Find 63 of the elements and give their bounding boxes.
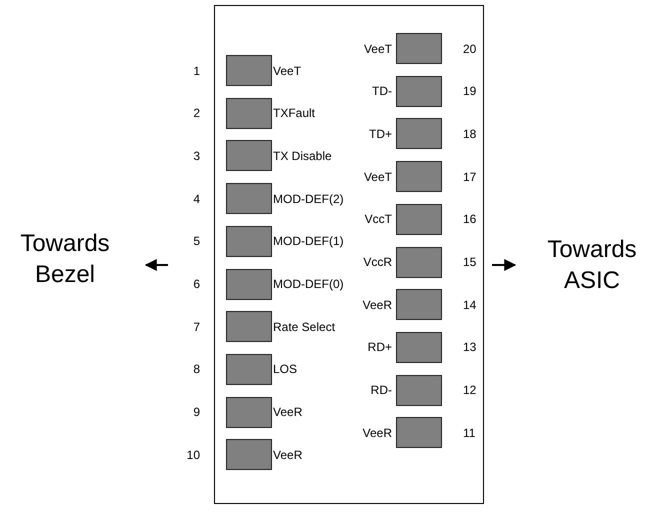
pin-name: VeeT <box>364 42 392 56</box>
contact-pad <box>226 268 272 300</box>
contact-pad <box>396 332 442 363</box>
pin-name: MOD-DEF(1) <box>273 234 344 248</box>
pin-name: VeeR <box>362 298 392 312</box>
contact-pad <box>396 374 442 406</box>
pin-number: 14 <box>463 298 476 312</box>
contact-pad <box>226 311 272 342</box>
contact-pad <box>396 118 442 150</box>
direction-text: Towards Bezel <box>19 229 111 290</box>
contact-pad <box>226 396 272 428</box>
pin-number: 4 <box>193 192 200 206</box>
contact-pad <box>226 98 272 129</box>
pin-number: 11 <box>463 426 476 440</box>
pin-name: Rate Select <box>273 320 336 334</box>
pin-number: 7 <box>193 320 200 334</box>
pin-number: 15 <box>463 255 476 269</box>
pin-number: 5 <box>193 234 200 248</box>
pin-name: TD- <box>372 84 392 98</box>
pin-number: 10 <box>186 448 200 462</box>
pin-name: VeeR <box>273 405 302 420</box>
pin-name: VeeT <box>273 64 302 78</box>
pin-name: TX Disable <box>273 148 332 163</box>
pin-number: 8 <box>193 362 200 376</box>
pin-number: 17 <box>463 170 476 184</box>
pin-name: MOD-DEF(2) <box>273 192 344 206</box>
contact-pad <box>226 354 272 385</box>
pin-number: 1 <box>193 64 200 78</box>
contact-pad <box>396 204 442 235</box>
pin-name: MOD-DEF(0) <box>273 277 344 291</box>
pin-name: RD+ <box>368 340 392 354</box>
pin-name: RD- <box>370 383 392 398</box>
pin-name: VccT <box>364 212 392 226</box>
pin-name: VccR <box>363 255 392 269</box>
contact-pad <box>226 183 272 214</box>
contact-pad <box>396 246 442 278</box>
contact-pad <box>226 140 272 172</box>
pin-name: TXFault <box>273 106 316 120</box>
pin-name: VeeT <box>364 170 392 184</box>
pin-number: 16 <box>463 212 476 226</box>
pin-name: TD+ <box>368 126 392 141</box>
contact-pad <box>226 439 272 470</box>
pin-number: 2 <box>193 106 200 120</box>
contact-pad <box>226 226 272 257</box>
pin-number: 13 <box>463 340 476 354</box>
contact-pad <box>396 417 442 448</box>
pin-name: LOS <box>273 362 298 376</box>
pin-number: 18 <box>463 126 476 141</box>
pin-name: VeeR <box>273 448 302 462</box>
pin-number: 9 <box>193 405 200 420</box>
pin-number: 20 <box>463 42 476 56</box>
pin-name: VeeR <box>362 426 392 440</box>
module-outline <box>214 5 484 504</box>
direction-text: Towards ASIC <box>546 235 638 296</box>
pin-number: 12 <box>463 383 476 398</box>
contact-pad <box>396 76 442 107</box>
pin-number: 6 <box>193 277 200 291</box>
pin-number: 19 <box>463 84 476 98</box>
contact-pad <box>396 33 442 64</box>
pin-number: 3 <box>193 148 200 163</box>
contact-pad <box>226 55 272 86</box>
contact-pad <box>396 161 442 192</box>
contact-pad <box>396 289 442 320</box>
